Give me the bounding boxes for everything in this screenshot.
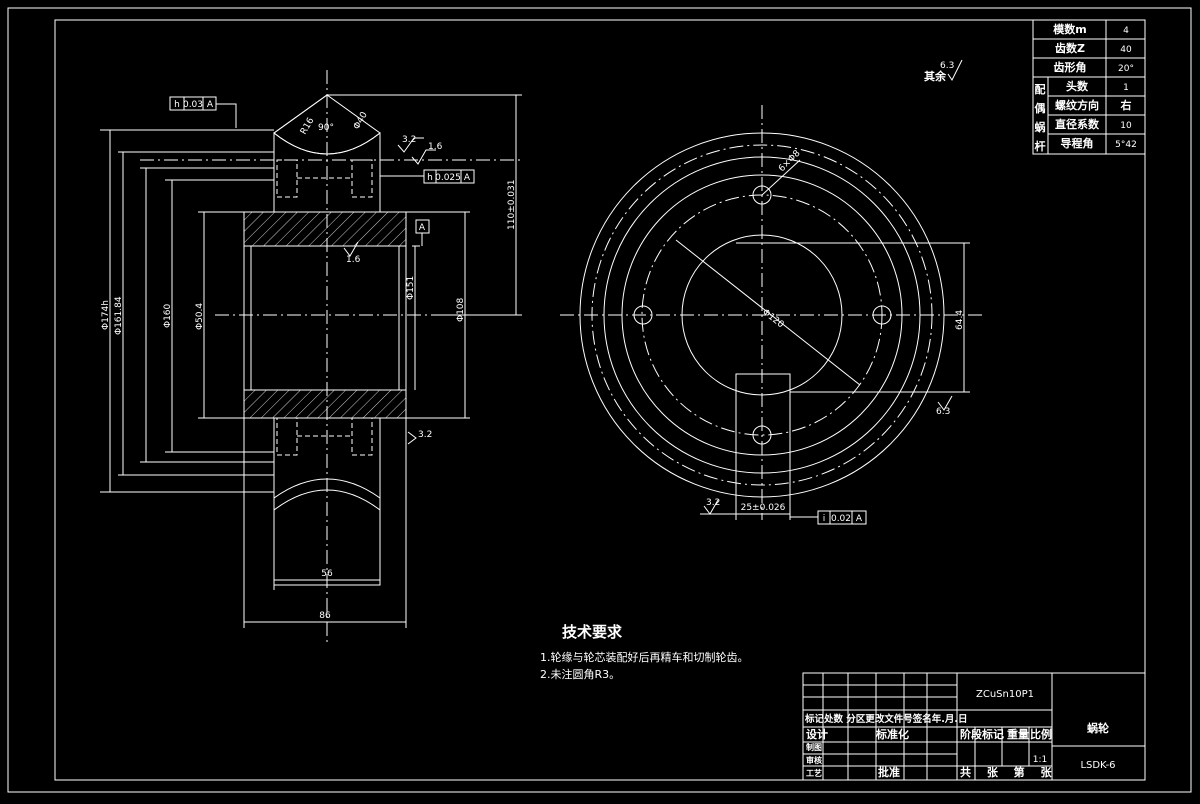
- surface-note-value: 6.3: [940, 61, 954, 71]
- tech-title: 技术要求: [562, 623, 623, 641]
- stage-mark-label: 阶段标记: [960, 727, 1004, 741]
- front-view: Φ120 6×Φ8 64.4 25±0.026 i 0.02 A 6.3 3.2: [560, 105, 985, 525]
- tol-datum: A: [856, 514, 863, 524]
- row-design: 设计: [806, 727, 828, 741]
- tol-value: 0.02: [831, 514, 851, 524]
- spec-value: 20°: [1118, 64, 1134, 74]
- tol-value: 0.03: [183, 100, 203, 110]
- weight-label: 重量: [1007, 727, 1029, 741]
- row-process: 工艺: [806, 768, 822, 778]
- tech-item-1: 1.轮缘与轮芯装配好后再精车和切制轮齿。: [540, 650, 749, 664]
- spec-side-label: 偶: [1035, 101, 1046, 115]
- approve-label: 批准: [878, 765, 900, 779]
- dim-angle: 90°: [318, 123, 334, 133]
- dim-d1: Φ174h: [101, 300, 111, 330]
- roughness-value: 1.6: [428, 142, 443, 152]
- roughness-value: 1.6: [346, 255, 361, 265]
- spec-label: 直径系数: [1055, 117, 1100, 131]
- roughness-value: 3.2: [706, 498, 720, 508]
- tolerance-frame-key: i 0.02 A: [790, 510, 867, 525]
- scale-value: 1:1: [1033, 755, 1047, 765]
- dim-d3: Φ160: [163, 303, 173, 328]
- scale-label: 比例: [1030, 727, 1052, 741]
- dim-center-distance: 110±0.031: [507, 180, 517, 230]
- tol-symbol: i: [823, 514, 826, 524]
- dim-d2: Φ161.84: [114, 296, 124, 335]
- dim-w2: 86: [319, 611, 331, 621]
- tech-item-2: 2.未注圆角R3。: [540, 667, 620, 681]
- spec-side-label: 配: [1035, 82, 1046, 96]
- tol-symbol: h: [427, 173, 433, 183]
- dim-pcd: Φ120: [760, 307, 785, 330]
- dim-d4: Φ50.4: [195, 303, 205, 330]
- technical-requirements: 技术要求 1.轮缘与轮芯装配好后再精车和切制轮齿。 2.未注圆角R3。: [540, 623, 749, 681]
- spec-label: 模数m: [1053, 22, 1086, 36]
- dim-d6: Φ108: [456, 297, 466, 322]
- roughness-value: 3.2: [402, 135, 416, 145]
- surface-finish-note: 其余 6.3: [924, 59, 963, 83]
- spec-label: 螺纹方向: [1055, 98, 1099, 112]
- outer-frame: [7, 7, 1192, 793]
- spec-table: 模数m 4 齿数Z 40 齿形角 20° 头数 1 螺纹方向 右 直径系数 10…: [1032, 19, 1146, 155]
- spec-side-label: 杆: [1035, 139, 1046, 153]
- dim-w1: 56: [321, 569, 333, 579]
- revision-header: 标记处数 分区更改文件号签名年.月.日: [804, 713, 968, 725]
- material: ZCuSn10P1: [976, 689, 1034, 700]
- drawing-number: LSDK-6: [1080, 760, 1115, 771]
- part-name: 蜗轮: [1087, 721, 1109, 735]
- inner-frame: [54, 19, 1146, 781]
- tol-datum: A: [464, 173, 471, 183]
- section-view: Φ174h Φ161.84 Φ160 Φ50.4 Φ151 Φ108 Φ40 9…: [100, 70, 522, 645]
- sheet-count: 共 张 第 张: [960, 765, 1052, 779]
- spec-value: 4: [1123, 26, 1129, 36]
- dim-keyway: 25±0.026: [741, 503, 786, 513]
- spec-label: 齿形角: [1054, 60, 1087, 74]
- dim-d5: Φ151: [406, 276, 416, 300]
- row-draw: 制图: [806, 742, 822, 752]
- spec-value: 40: [1120, 45, 1132, 55]
- tolerance-frame-mid: h 0.025 A: [380, 169, 475, 184]
- tol-datum: A: [207, 100, 214, 110]
- tolerance-frame-top: h 0.03 A: [169, 96, 237, 128]
- roughness-value: 3.2: [418, 430, 432, 440]
- datum-label: A: [419, 223, 426, 233]
- spec-value: 1: [1123, 83, 1129, 93]
- spec-value: 5°42: [1115, 140, 1137, 150]
- datum-a: A: [415, 219, 430, 246]
- standardize-label: 标准化: [875, 727, 909, 741]
- tol-symbol: h: [174, 100, 180, 110]
- spec-label: 导程角: [1061, 136, 1094, 150]
- row-check: 审核: [806, 755, 822, 765]
- dim-key: 64.4: [955, 310, 965, 330]
- title-block: ZCuSn10P1 蜗轮 LSDK-6 标记处数 分区更改文件号签名年.月.日 …: [802, 672, 1146, 781]
- surface-note-text: 其余: [924, 69, 947, 83]
- dim-d7: Φ40: [352, 110, 370, 131]
- spec-value: 10: [1120, 121, 1132, 131]
- spec-label: 齿数Z: [1055, 41, 1085, 55]
- spec-value: 右: [1120, 98, 1132, 112]
- roughness-value: 6.3: [936, 407, 950, 417]
- dim-r: R16: [299, 116, 317, 137]
- tol-value: 0.025: [435, 173, 461, 183]
- spec-side-label: 蜗: [1035, 120, 1046, 134]
- spec-label: 头数: [1066, 79, 1089, 93]
